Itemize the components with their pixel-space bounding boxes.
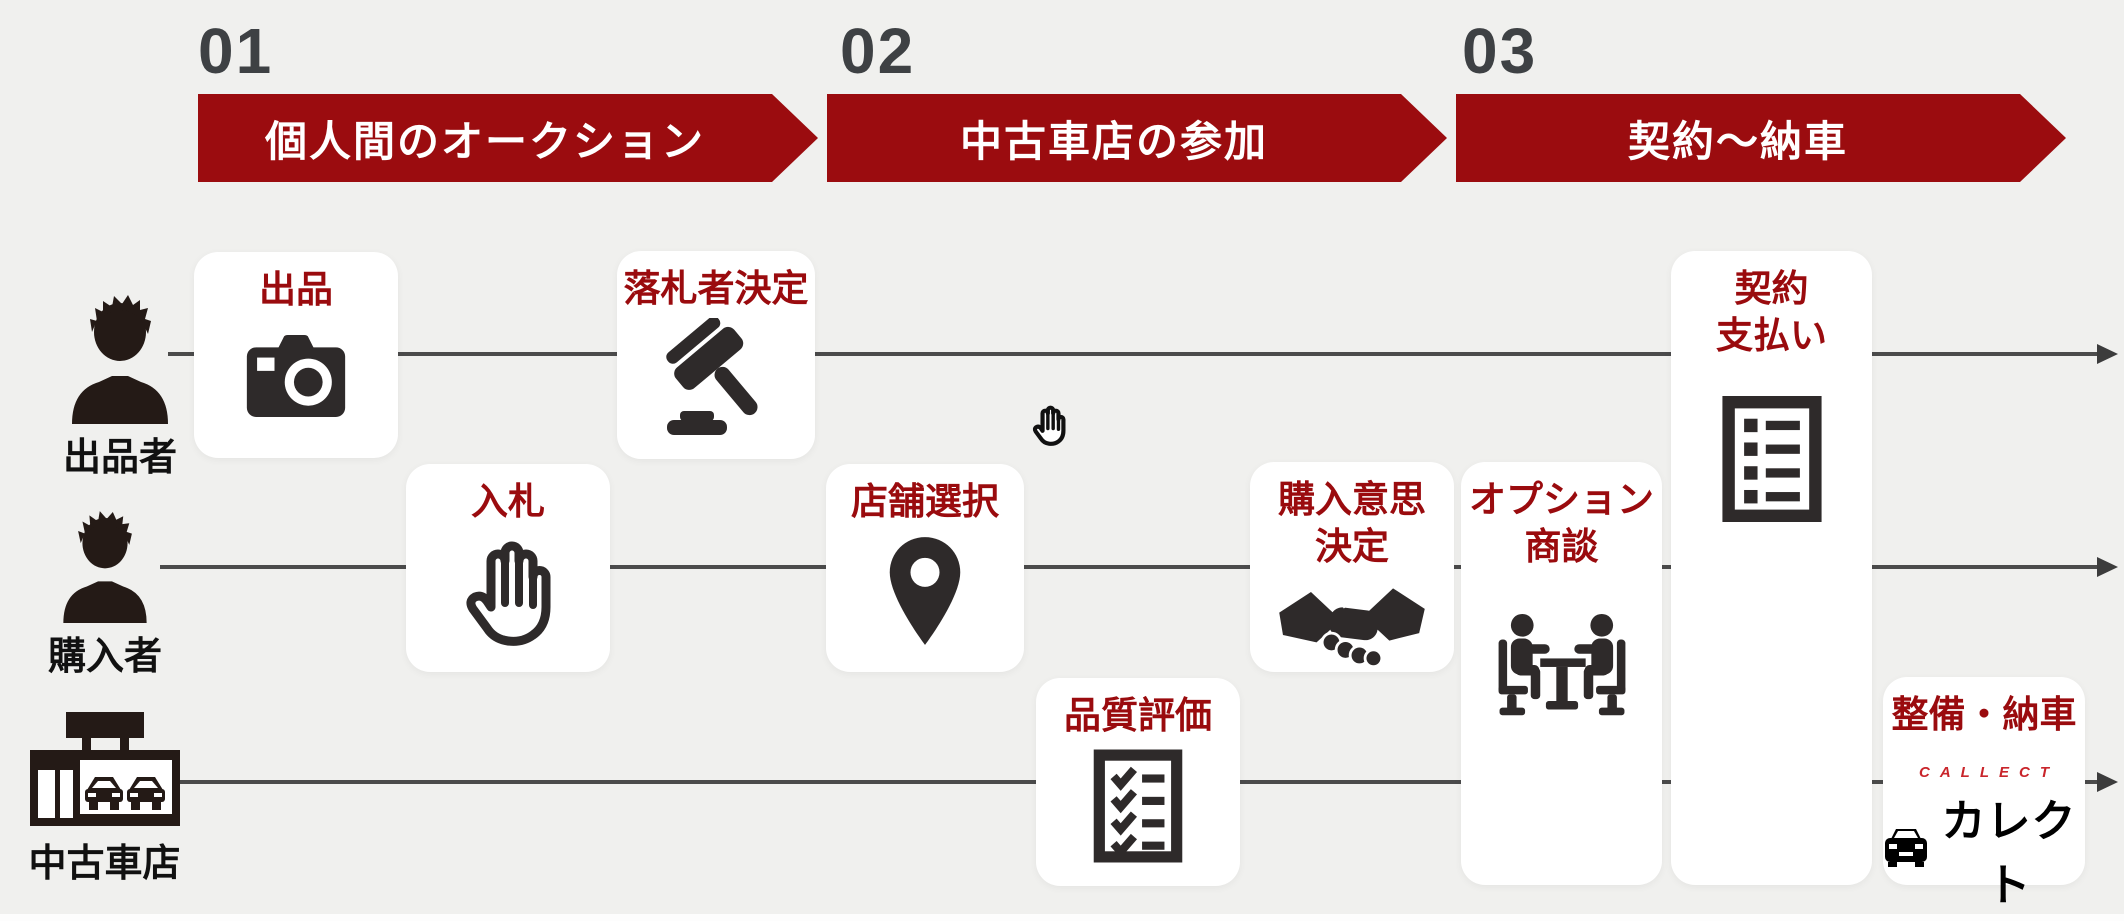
step-card-purchase-decision: 購入意思 決定 — [1250, 462, 1454, 672]
seller-person-icon — [55, 288, 185, 424]
step-title: 契約 支払い — [1716, 268, 1827, 357]
callect-logo-jp: カレクト — [1941, 797, 2077, 911]
lane-actor-seller: 出品者 — [55, 288, 185, 481]
seller-lane-label: 出品者 — [62, 437, 177, 479]
callect-logo: CALLECT カレクト — [1883, 764, 2085, 913]
phase-3-label: 契約〜納車 — [1627, 117, 1848, 165]
lane-actor-buyer: 購入者 — [40, 505, 170, 680]
raised-hand-icon — [466, 541, 551, 647]
phase-1-label: 個人間のオークション — [264, 117, 705, 165]
step-title: 出品 — [259, 269, 333, 310]
step-title: 購入意思 決定 — [1278, 479, 1426, 568]
buyer-lane-arrow — [160, 557, 2118, 577]
step-card-bid: 入札 — [406, 464, 610, 672]
step-title: 店舗選択 — [851, 481, 999, 522]
step-card-store-select: 店舗選択 — [826, 464, 1024, 672]
step-card-listing: 出品 — [194, 252, 398, 458]
phase-1-banner: 個人間のオークション — [198, 94, 818, 182]
phase-2-number: 02 — [840, 15, 916, 87]
step-card-quality: 品質評価 — [1036, 678, 1240, 886]
callect-logo-en: CALLECT — [1919, 764, 2059, 782]
step-title: 落札者決定 — [623, 268, 809, 309]
step-title: オプション 商談 — [1469, 479, 1654, 568]
location-pin-icon — [889, 537, 961, 646]
meeting-table-icon — [1498, 613, 1625, 715]
gavel-icon — [666, 318, 758, 436]
open-hand-cursor-icon — [1030, 402, 1068, 454]
step-card-contract-payment: 契約 支払い — [1671, 251, 1872, 885]
car-dealer-shop-icon — [22, 712, 187, 826]
camera-icon — [246, 335, 346, 418]
checklist-icon — [1093, 749, 1183, 863]
phase-2-label: 中古車店の参加 — [959, 117, 1268, 165]
seller-lane-arrow — [168, 344, 2118, 364]
step-card-option-meeting: オプション 商談 — [1461, 462, 1662, 885]
phase-1-number: 01 — [198, 15, 274, 87]
phase-3-banner: 契約〜納車 — [1456, 94, 2066, 182]
step-card-winner: 落札者決定 — [617, 251, 815, 459]
step-card-delivery: 整備・納車 CALLECT カレクト — [1883, 677, 2085, 910]
phase-2-banner: 中古車店の参加 — [827, 94, 1447, 182]
step-title: 整備・納車 — [1891, 694, 2077, 735]
slide-bottom-edge — [0, 914, 2124, 921]
callect-car-icon — [1883, 825, 1929, 874]
handshake-icon — [1279, 588, 1425, 668]
buyer-lane-label: 購入者 — [47, 636, 162, 678]
step-title: 入札 — [471, 481, 545, 522]
buyer-person-icon — [40, 505, 170, 623]
shop-lane-label: 中古車店 — [28, 843, 181, 885]
lane-actor-shop: 中古車店 — [22, 712, 187, 887]
step-title: 品質評価 — [1064, 695, 1212, 736]
phase-3-number: 03 — [1462, 15, 1538, 87]
contract-document-icon — [1721, 395, 1822, 522]
